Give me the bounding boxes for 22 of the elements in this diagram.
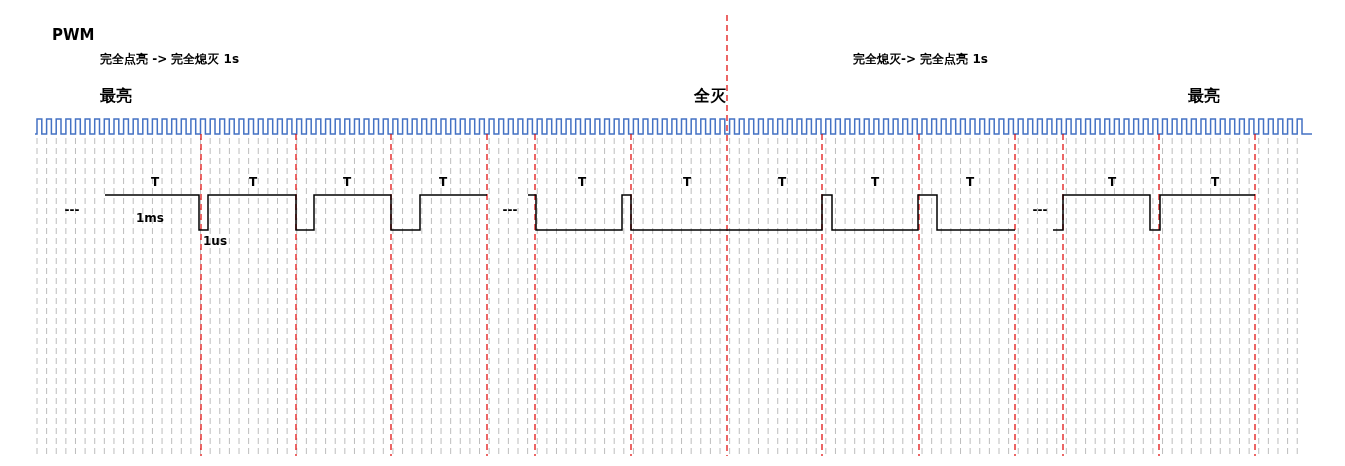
period-label: T: [342, 176, 352, 188]
period-label: T: [577, 176, 587, 188]
state-label: 最亮: [100, 88, 132, 104]
state-label: 全灭: [694, 88, 726, 104]
transition-label: 完全点亮 -> 完全熄灭 1s: [100, 53, 240, 65]
period-label: T: [870, 176, 880, 188]
diagram-title: PWM: [52, 28, 95, 43]
period-label: T: [965, 176, 975, 188]
period-label: T: [150, 176, 160, 188]
period-label: T: [1107, 176, 1117, 188]
duration-label: 1us: [203, 235, 228, 247]
ellipsis: ---: [1032, 204, 1048, 216]
period-label: T: [682, 176, 692, 188]
ellipsis: ---: [64, 204, 80, 216]
transition-label: 完全熄灭-> 完全点亮 1s: [853, 53, 988, 65]
period-label: T: [248, 176, 258, 188]
state-label: 最亮: [1188, 88, 1220, 104]
period-label: T: [777, 176, 787, 188]
period-label: T: [1210, 176, 1220, 188]
period-label: T: [438, 176, 448, 188]
ellipsis: ---: [502, 204, 518, 216]
duration-label: 1ms: [136, 212, 164, 224]
